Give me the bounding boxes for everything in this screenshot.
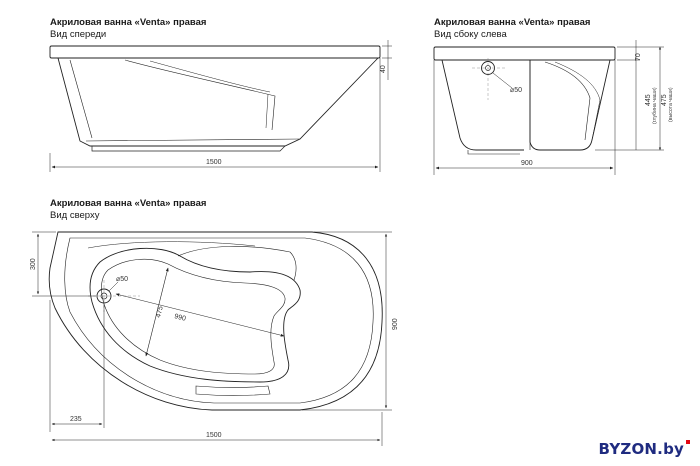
front-view-title: Акриловая ванна «Venta» правая xyxy=(50,17,207,28)
front-view-drawing xyxy=(49,45,381,152)
side-view-subtitle: Вид сбоку слева xyxy=(434,29,507,40)
top-dim-300: 300 xyxy=(30,258,37,270)
brand-logo-text: BYZON.by xyxy=(598,440,684,458)
brand-dot-icon xyxy=(686,440,690,444)
top-dim-475: 475 xyxy=(155,305,165,318)
top-dimension-990: 990 xyxy=(115,293,285,337)
side-dim-900: 900 xyxy=(521,160,533,167)
side-drain-dimension: ⌀50 xyxy=(472,58,522,100)
top-dimension-235 xyxy=(49,300,105,432)
top-dimension-300 xyxy=(32,231,96,297)
top-view-title: Акриловая ванна «Venta» правая xyxy=(50,198,207,209)
top-dim-235: 235 xyxy=(70,416,82,423)
front-dimension-length: 1500 xyxy=(49,58,381,172)
brand-logo[interactable]: BYZON.by xyxy=(599,440,690,458)
top-dimension-475: 475 xyxy=(145,267,169,357)
side-view-title: Акриловая ванна «Venta» правая xyxy=(434,17,591,28)
top-dim-drain: ⌀50 xyxy=(116,276,128,283)
side-dimension-width: 900 xyxy=(433,60,616,175)
front-dim-40: 40 xyxy=(380,65,387,73)
top-dim-1500: 1500 xyxy=(206,432,222,439)
side-dim-70: 70 xyxy=(635,53,642,61)
top-dim-990: 990 xyxy=(174,313,187,323)
side-dim-475-note: (высота чаши) xyxy=(668,87,674,122)
side-dimension-heights xyxy=(595,40,664,151)
front-dim-1500: 1500 xyxy=(206,159,222,166)
top-dimension-1500 xyxy=(51,412,383,446)
side-dim-drain: ⌀50 xyxy=(510,87,522,94)
front-dimension-rim: 40 xyxy=(380,40,392,80)
side-dim-475: 475 xyxy=(661,94,668,106)
side-dim-445-note: (глубина чаши) xyxy=(652,87,658,124)
front-view-subtitle: Вид спереди xyxy=(50,29,107,40)
top-drain-dimension: ⌀50 xyxy=(88,276,140,312)
top-view-drawing xyxy=(48,231,383,411)
top-view-subtitle: Вид сверху xyxy=(50,210,100,221)
side-view-drawing xyxy=(433,46,616,155)
top-dim-900: 900 xyxy=(392,318,399,330)
side-dim-445: 445 xyxy=(645,94,652,106)
top-dimension-900 xyxy=(302,231,392,411)
